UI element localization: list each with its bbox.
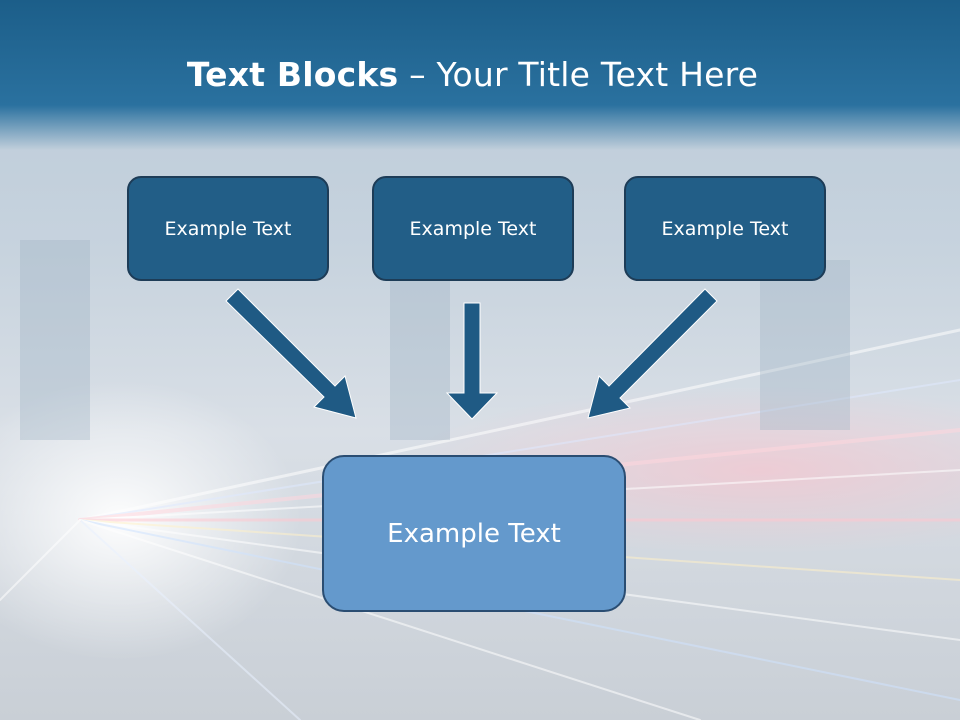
text-block-top-center-label: Example Text [409,217,537,240]
arrow-left-diagonal [225,288,357,419]
text-block-bottom[interactable]: Example Text [322,455,626,612]
text-block-top-left[interactable]: Example Text [127,176,329,281]
title-bold-part: Text Blocks [186,55,399,94]
text-block-top-right[interactable]: Example Text [624,176,826,281]
title-dash: – [398,55,437,94]
arrow-center-down [445,302,499,420]
text-block-top-center[interactable]: Example Text [372,176,574,281]
text-block-bottom-label: Example Text [387,518,561,549]
title-banner [0,0,960,150]
text-block-top-left-label: Example Text [164,217,292,240]
slide-title: Text Blocks – Your Title Text Here [0,55,945,94]
text-block-top-right-label: Example Text [661,217,789,240]
title-rest: Your Title Text Here [436,55,759,94]
arrow-right-diagonal [587,288,718,419]
